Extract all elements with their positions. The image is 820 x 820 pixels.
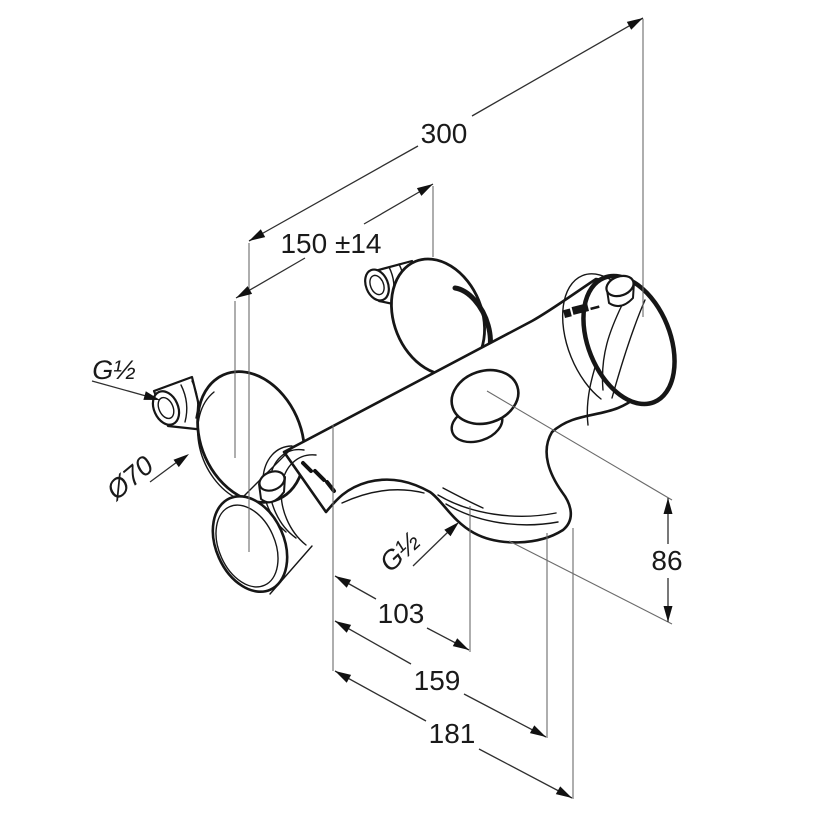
left-handle bbox=[211, 445, 336, 595]
extension-lines bbox=[234, 19, 673, 799]
right-handle-button bbox=[605, 274, 635, 298]
diverter-knob bbox=[450, 368, 520, 444]
left-handle-button bbox=[258, 470, 286, 492]
inlet-thread-label: G½ bbox=[92, 355, 136, 385]
brand-mark bbox=[563, 303, 600, 318]
outlet-thread-label: G½ bbox=[374, 526, 426, 578]
left-escutcheon bbox=[196, 370, 306, 504]
escutcheon-diameter-label: Ø70 bbox=[100, 450, 159, 506]
mixer-figure bbox=[151, 257, 677, 595]
outlet-depth-label: 103 bbox=[378, 598, 425, 629]
body-depth-label: 159 bbox=[414, 665, 461, 696]
overall-depth-label: 181 bbox=[429, 718, 476, 749]
right-handle bbox=[561, 273, 677, 407]
dimension-annotations: 300 150 ±14 G½ Ø70 G½ 103 159 181 86 bbox=[91, 17, 683, 799]
overall-width-label: 300 bbox=[421, 118, 468, 149]
dimension-labels: 300 150 ±14 G½ Ø70 G½ 103 159 181 86 bbox=[92, 118, 682, 749]
dimension-arrowheads bbox=[143, 18, 673, 798]
connection-spacing-label: 150 ±14 bbox=[280, 228, 381, 259]
outlet-height-label: 86 bbox=[651, 545, 682, 576]
